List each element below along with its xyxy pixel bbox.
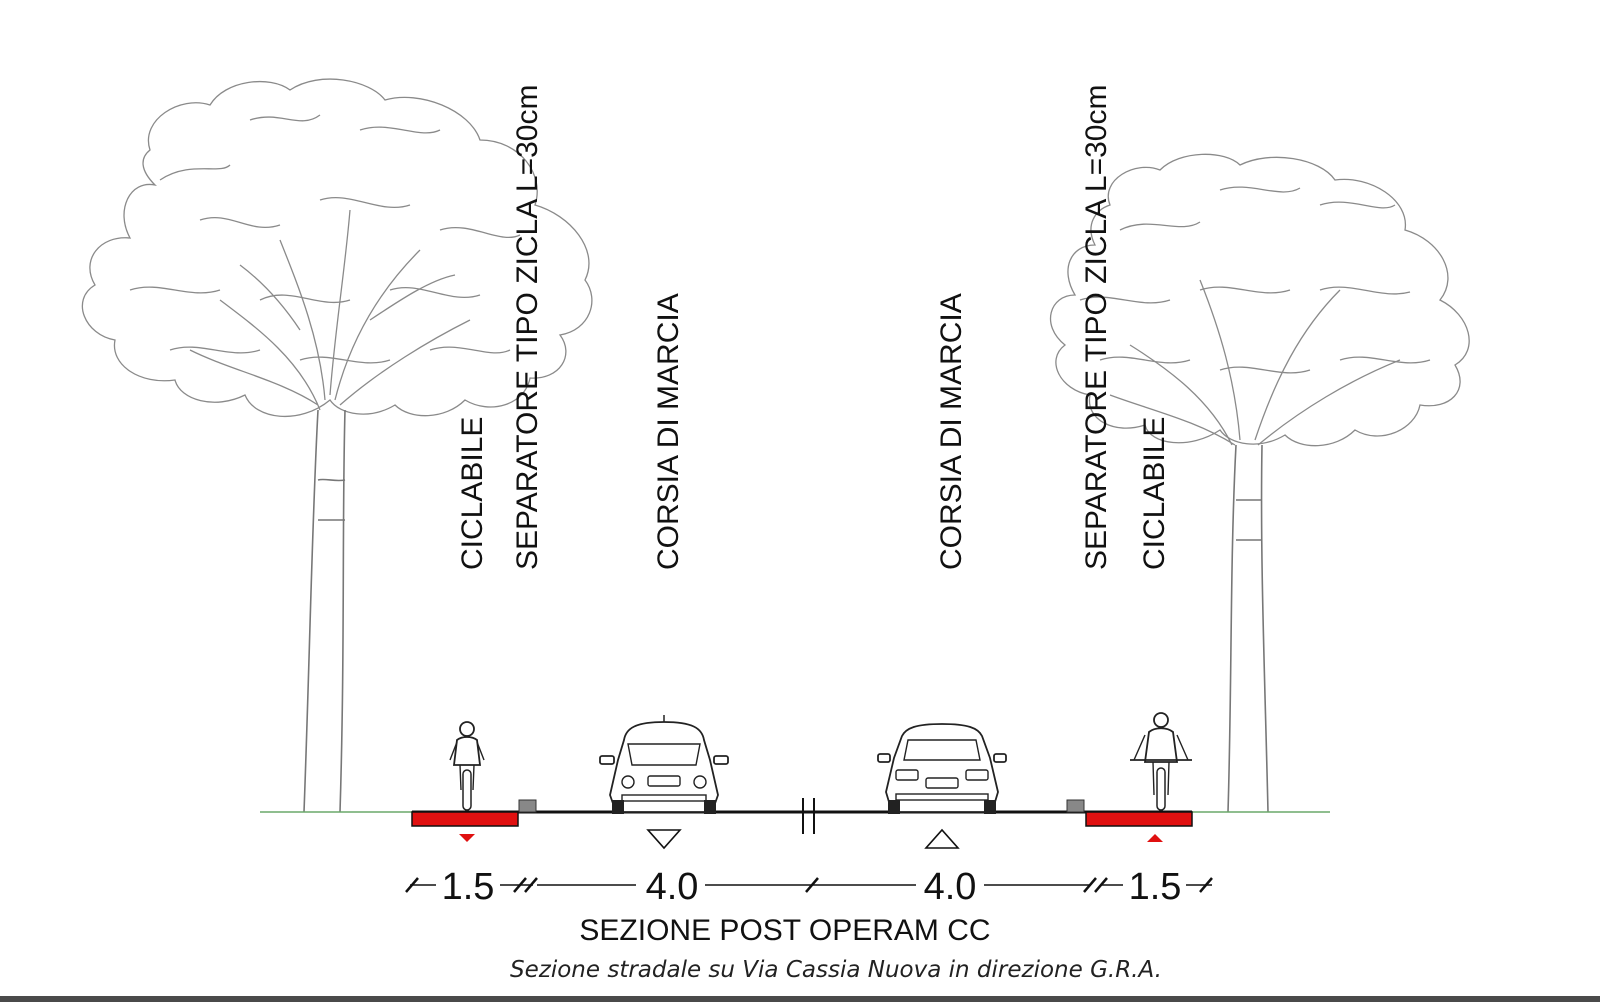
label-left-lane: CORSIA DI MARCIA: [652, 293, 685, 570]
dim-left-lane: 4.0: [646, 866, 699, 908]
car-front-icon: [599, 715, 729, 814]
footer-bar: [0, 996, 1600, 1002]
slope-marker-left-lane: [646, 829, 682, 850]
label-right-separator: SEPARATORE TIPO ZICLA L=30cm: [1080, 85, 1113, 570]
centre-break-mark: [802, 798, 815, 834]
slope-marker-left-bike: [459, 834, 475, 842]
separator-curb-icon-left: [518, 799, 537, 813]
slope-marker-right-bike: [1147, 834, 1163, 842]
label-left-separator: SEPARATORE TIPO ZICLA L=30cm: [511, 85, 544, 570]
tree-icon-left: [81, 78, 593, 813]
section-subtitle: Sezione stradale su Via Cassia Nuova in …: [510, 957, 1162, 983]
dim-left-bike: 1.5: [442, 866, 495, 908]
slope-marker-right-lane: [924, 828, 960, 849]
section-title: SEZIONE POST OPERAM CC: [579, 914, 990, 947]
label-right-bike: CICLABILE: [1138, 417, 1171, 570]
dim-right-lane: 4.0: [924, 866, 977, 908]
label-left-bike: CICLABILE: [456, 417, 489, 570]
bike-lane-left: [411, 811, 519, 827]
bike-lane-right: [1085, 811, 1193, 827]
label-right-lane: CORSIA DI MARCIA: [935, 293, 968, 570]
cyclist-icon-right: [1130, 712, 1192, 811]
tree-icon-right: [1049, 153, 1470, 813]
separator-curb-icon-right: [1066, 799, 1085, 813]
dimension-line: [405, 877, 1213, 893]
dim-right-bike: 1.5: [1129, 866, 1182, 908]
cyclist-icon-left: [449, 721, 485, 811]
car-rear-icon: [877, 723, 1007, 814]
